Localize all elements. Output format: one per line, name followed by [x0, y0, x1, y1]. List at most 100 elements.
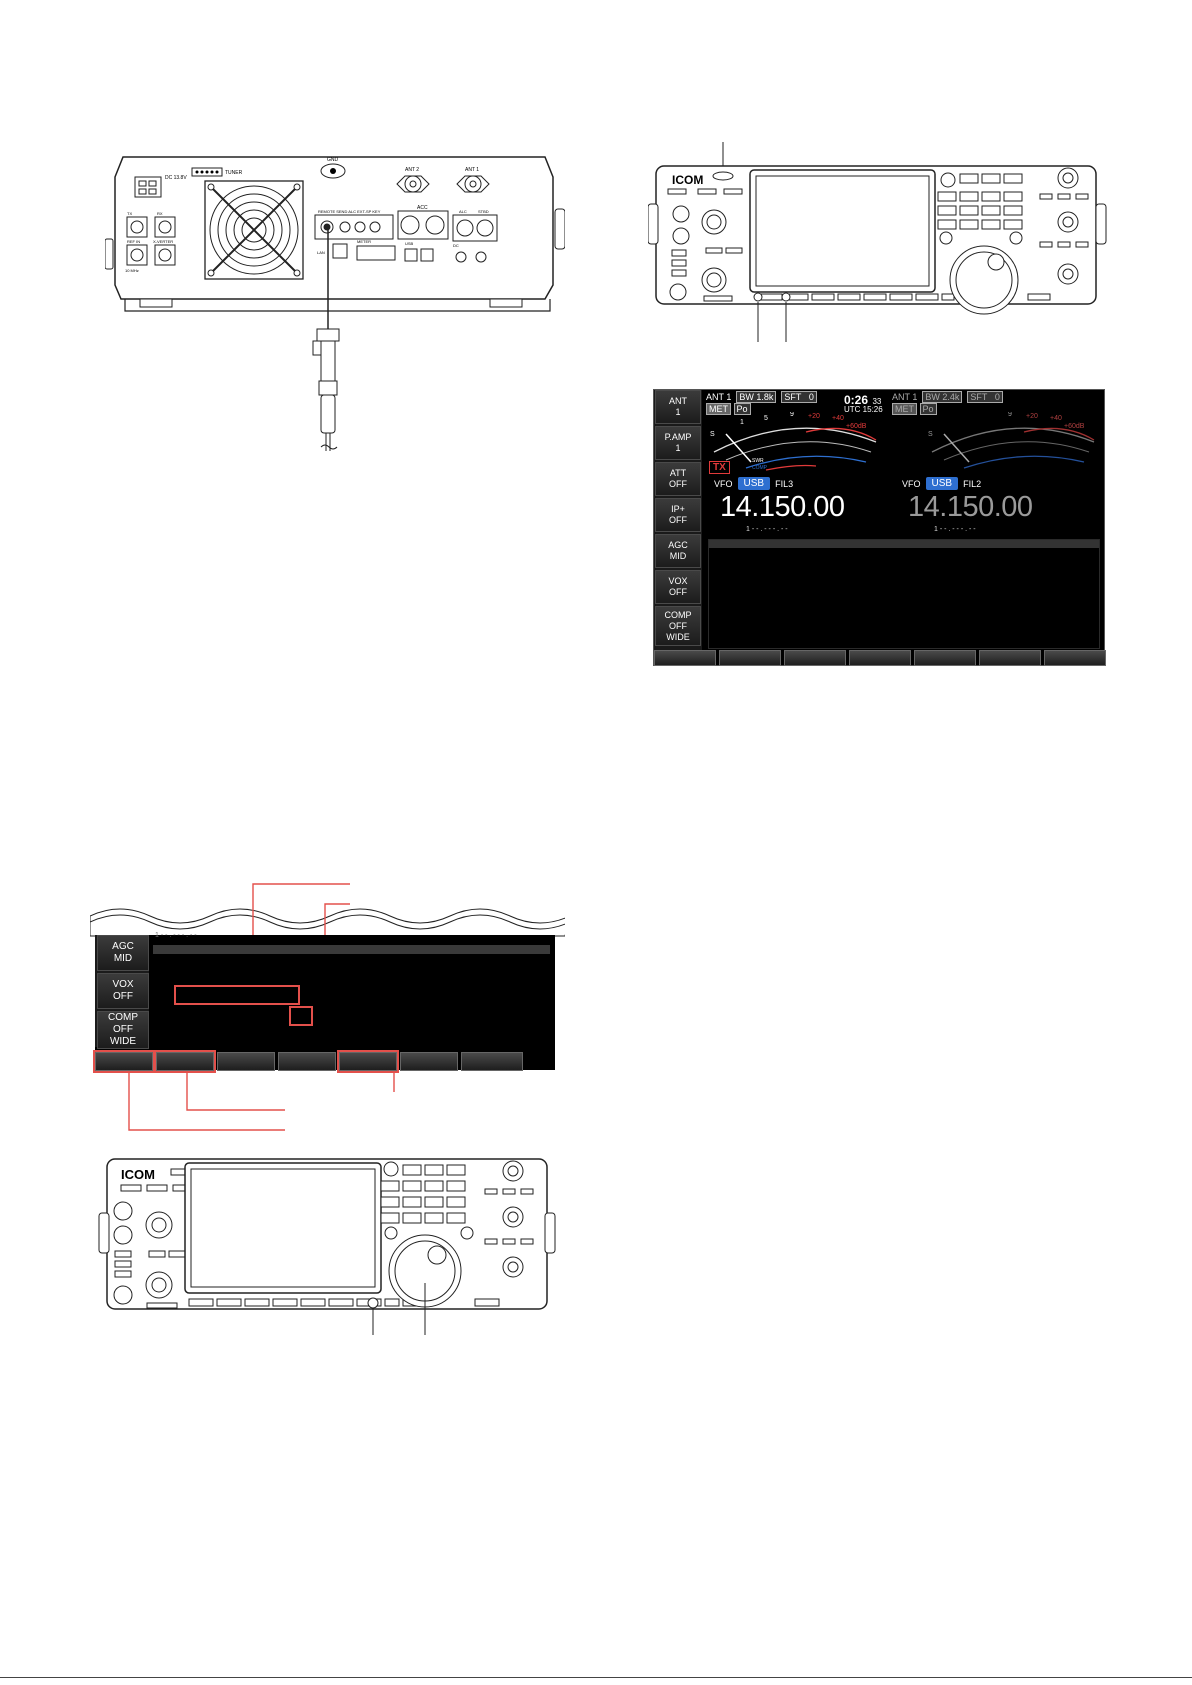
sub-bw[interactable]: BW 2.4k	[922, 391, 963, 403]
agc-label: AGC	[668, 540, 688, 550]
main-mode-button[interactable]: USB	[737, 477, 771, 490]
zoom-softkey-7[interactable]	[461, 1052, 523, 1071]
softkey-7[interactable]	[1044, 650, 1106, 666]
sub-met[interactable]: MET Po	[892, 403, 937, 415]
scope-area	[708, 539, 1100, 649]
svg-text:REMOTE SEND ALC EXT-SP KEY: REMOTE SEND ALC EXT-SP KEY	[318, 209, 381, 214]
highlight-softkey-1	[93, 1050, 155, 1073]
zoom-main-bar	[153, 945, 550, 954]
sub-mode-button[interactable]: USB	[925, 477, 959, 490]
zoom-softkey-6[interactable]	[400, 1052, 458, 1071]
main-frequency: 14.150.00	[720, 491, 845, 523]
sub-ant: ANT 1	[892, 392, 918, 402]
svg-text:DC 13.8V: DC 13.8V	[165, 175, 187, 181]
sub-bw-value: 2.4k	[942, 392, 960, 402]
svg-text:TUNER: TUNER	[225, 170, 243, 176]
zoom-comp-label: COMP	[108, 1012, 138, 1023]
preamp-value: 1	[675, 443, 681, 453]
zoom-softkey-2[interactable]	[156, 1052, 214, 1071]
zoom-vox-value: OFF	[113, 991, 133, 1002]
ip-plus-value: OFF	[669, 515, 687, 525]
svg-text:9: 9	[1008, 412, 1012, 418]
svg-text:S: S	[710, 431, 715, 438]
zoom-softkey-5[interactable]	[339, 1052, 397, 1071]
zoom-softkey-3[interactable]	[217, 1052, 275, 1071]
main-met[interactable]: MET Po	[706, 403, 751, 415]
svg-text:ANT 2: ANT 2	[405, 167, 419, 173]
zoom-softkey-4[interactable]	[278, 1052, 336, 1071]
vox-value: OFF	[669, 587, 687, 597]
main-bw-label: BW	[739, 392, 754, 402]
svg-text:+60dB: +60dB	[846, 423, 867, 430]
softkey-row	[654, 650, 1106, 667]
sub-filter: FIL2	[963, 478, 982, 489]
svg-text:+20: +20	[808, 413, 820, 420]
svg-text:ACC: ACC	[417, 205, 428, 211]
softkey-4[interactable]	[849, 650, 911, 666]
softkey-2[interactable]	[719, 650, 781, 666]
utc-clock: UTC 15:26	[844, 405, 883, 414]
sub-bw-label: BW	[925, 392, 940, 402]
main-sft-value: 0	[808, 392, 814, 402]
zoom-softkey-1[interactable]	[95, 1052, 153, 1071]
svg-text:DC: DC	[453, 243, 459, 248]
main-sft[interactable]: SFT 0	[781, 391, 817, 403]
svg-text:5: 5	[764, 415, 768, 422]
sub-met-label: MET	[892, 403, 917, 415]
highlight-softkey-5	[337, 1050, 399, 1073]
main-met-label: MET	[706, 403, 731, 415]
svg-text:SWR: SWR	[752, 458, 764, 464]
svg-text:1: 1	[740, 419, 744, 426]
sub-frequency: 14.150.00	[908, 491, 1033, 523]
zoom-header-text: 1 - - . - - - . - -	[155, 932, 197, 939]
clock: 0:26 33	[844, 391, 881, 409]
comp-extra: WIDE	[666, 631, 690, 642]
zoom-vox-label: VOX	[112, 979, 134, 990]
main-bw-value: 1.8k	[756, 392, 774, 402]
ant-label: ANT	[669, 396, 687, 406]
sub-memory-line: 1 - - . - - - . - -	[934, 526, 976, 533]
main-met-value: Po	[733, 403, 751, 415]
sub-header: ANT 1 BW 2.4k SFT 0	[892, 391, 1003, 403]
svg-text:RX: RX	[157, 211, 163, 216]
softkey-5[interactable]	[914, 650, 976, 666]
att-label: ATT	[669, 468, 687, 478]
zoom-agc-value: MID	[113, 953, 133, 964]
svg-text:USB: USB	[405, 241, 414, 246]
svg-text:STBD: STBD	[478, 209, 489, 214]
att-value: OFF	[669, 479, 687, 489]
softkey-3[interactable]	[784, 650, 846, 666]
svg-text:ICOM: ICOM	[672, 173, 703, 187]
ant-value: 1	[675, 407, 681, 417]
clock-seconds: 33	[872, 397, 882, 406]
zoom-comp-value: OFF	[113, 1024, 133, 1035]
svg-text:ALC: ALC	[459, 209, 467, 214]
sub-sft[interactable]: SFT 0	[967, 391, 1003, 403]
softkey-6[interactable]	[979, 650, 1041, 666]
sub-sft-label: SFT	[970, 392, 988, 402]
ip-plus-button[interactable]: IP+OFF	[655, 498, 701, 532]
main-bw[interactable]: BW 1.8k	[736, 391, 777, 403]
main-vfo-label: VFO	[714, 478, 733, 489]
svg-text:+20: +20	[1026, 413, 1038, 420]
svg-text:X-VERTER: X-VERTER	[153, 239, 173, 244]
svg-text:S: S	[928, 431, 933, 438]
front-panel-illustration-bottom: ICOM	[95, 1155, 565, 1345]
softkey-1[interactable]	[654, 650, 716, 666]
svg-text:+60dB: +60dB	[1064, 423, 1085, 430]
main-header: ANT 1 BW 1.8k SFT 0	[706, 391, 817, 403]
highlight-box-1	[174, 985, 300, 1005]
